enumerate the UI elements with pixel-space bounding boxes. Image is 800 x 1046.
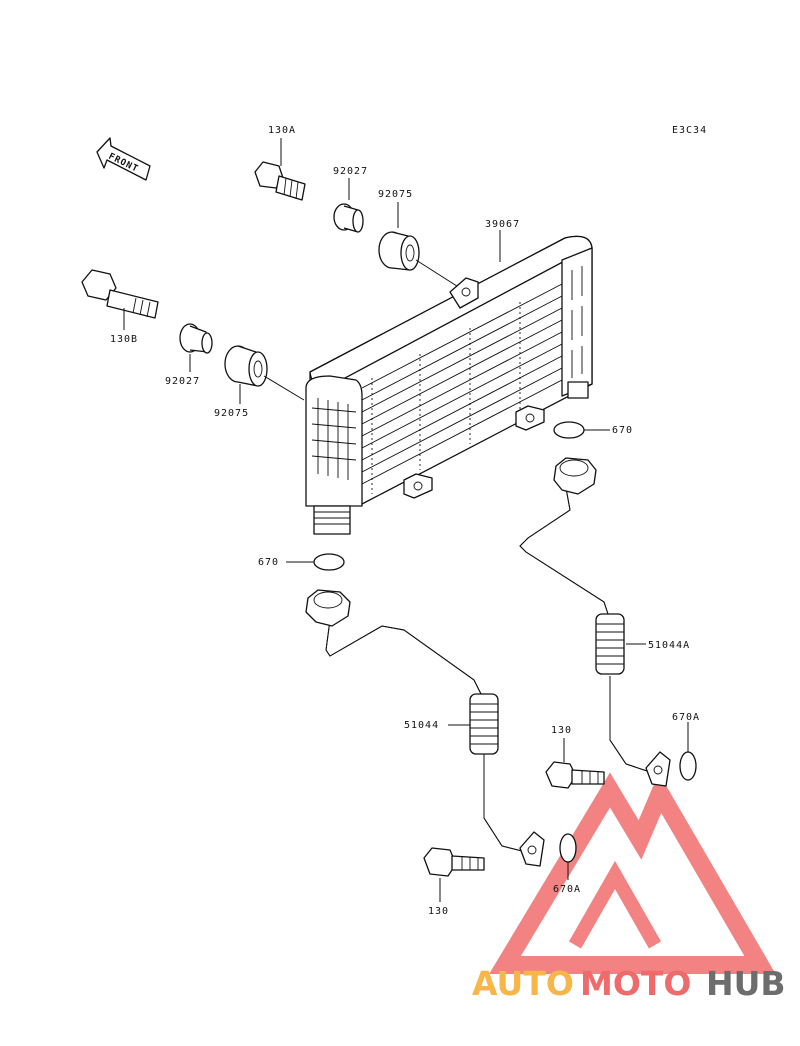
oring-670A-right <box>679 722 697 781</box>
front-arrow-icon: FRONT <box>96 137 151 181</box>
cooler-fins <box>361 283 563 494</box>
bolt-130-bottom <box>423 847 485 902</box>
label-670-left: 670 <box>258 557 279 568</box>
label-670A-right: 670A <box>672 712 700 723</box>
collar-92027-left <box>179 323 213 372</box>
label-92075-left: 92075 <box>214 408 249 419</box>
pipe-51044A <box>519 457 671 787</box>
pipe-51044 <box>305 589 545 867</box>
label-92075-top: 92075 <box>378 189 413 200</box>
grommet-92075-left <box>224 345 305 404</box>
bolt-130B <box>81 269 159 330</box>
label-92027-top: 92027 <box>333 166 368 177</box>
label-39067: 39067 <box>485 219 520 230</box>
label-92027-left: 92027 <box>165 376 200 387</box>
collar-92027-top <box>333 178 364 233</box>
label-670A-left: 670A <box>553 884 581 895</box>
watermark-hub: HUB <box>706 964 786 1003</box>
diagram-code: E3C34 <box>672 125 707 136</box>
bolt-130A <box>254 138 306 201</box>
watermark-auto: AUTO <box>472 964 574 1003</box>
watermark-moto: MOTO <box>580 964 691 1003</box>
label-670-right: 670 <box>612 425 633 436</box>
label-130A: 130A <box>268 125 296 136</box>
label-51044: 51044 <box>404 720 439 731</box>
watermark-text: AUTO MOTO HUB <box>472 964 786 1003</box>
oring-670A-left <box>559 833 577 880</box>
watermark-logo <box>489 772 776 974</box>
oil-cooler-39067 <box>305 230 593 535</box>
label-130-mid: 130 <box>551 725 572 736</box>
oring-670-left <box>286 553 345 571</box>
label-51044A: 51044A <box>648 640 690 651</box>
label-130-bottom: 130 <box>428 906 449 917</box>
grommet-92075-top <box>378 202 461 289</box>
label-130B: 130B <box>110 334 138 345</box>
bolt-130-mid <box>545 738 605 789</box>
oring-670-right <box>553 421 610 439</box>
